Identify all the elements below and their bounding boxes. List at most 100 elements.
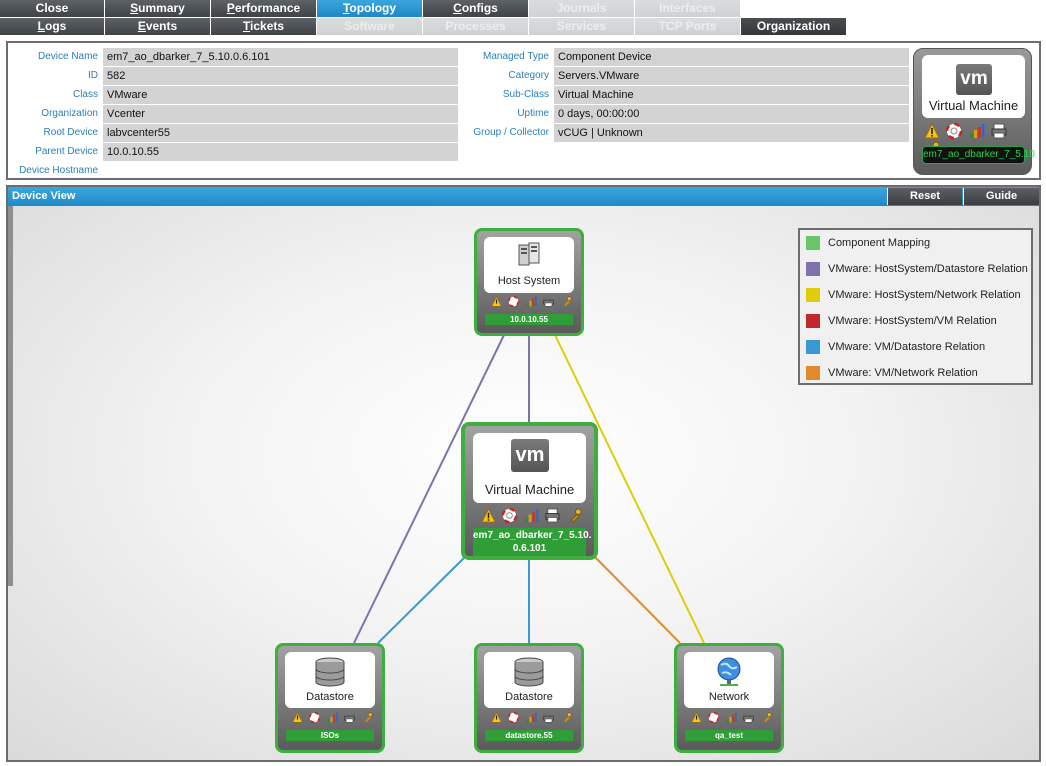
warning-icon[interactable] [491, 295, 502, 307]
info-row-uptime: Uptime 0 days, 00:00:00 [463, 105, 913, 123]
info-row-id: ID 582 [8, 67, 463, 85]
warning-icon[interactable] [924, 122, 940, 139]
info-row-device-hostname: Device Hostname [8, 162, 463, 180]
lifebuoy-icon[interactable] [708, 711, 720, 724]
info-row-root-device: Root Device labvcenter55 [8, 124, 463, 142]
node-name-line: em7_ao_dbarker_7_5.10. [473, 530, 592, 541]
node-label: Datastore [306, 691, 354, 703]
device-view-title: Device View [12, 190, 76, 202]
tab-performance[interactable]: Performance [211, 0, 317, 17]
edge-vm-datastore-isos [377, 554, 468, 644]
info-row-class: Class VMware [8, 86, 463, 104]
tab-close[interactable]: Close [0, 0, 105, 17]
tab-tickets[interactable]: Tickets [211, 18, 317, 35]
wrench-icon[interactable] [561, 712, 572, 723]
info-label: Root Device [43, 127, 98, 138]
lifebuoy-icon[interactable] [508, 711, 520, 724]
printer-icon[interactable] [543, 712, 555, 723]
node-datastore-55[interactable]: Datastore datastore.55 [474, 643, 584, 753]
wrench-icon[interactable] [761, 712, 772, 723]
node-datastore-isos[interactable]: Datastore ISOs [275, 643, 385, 753]
node-host-system[interactable]: Host System 10.0.10.55 [474, 228, 584, 336]
lifebuoy-icon[interactable] [502, 507, 518, 524]
topology-canvas[interactable]: Host System 10.0.10.55 vm Virtual Machin… [8, 206, 1039, 760]
edge-vm-network [592, 554, 681, 644]
network-globe-icon [717, 657, 741, 686]
printer-icon[interactable] [743, 712, 755, 723]
info-row-device-name: Device Name em7_ao_dbarker_7_5.10.0.6.10… [8, 48, 463, 66]
info-value: em7_ao_dbarker_7_5.10.0.6.101 [103, 48, 458, 66]
info-value: Servers.VMware [554, 67, 909, 85]
legend-label: VMware: HostSystem/VM Relation [828, 315, 997, 327]
tab-topology[interactable]: Topology [317, 0, 423, 17]
printer-icon[interactable] [344, 712, 356, 723]
performance-bars-icon[interactable] [327, 712, 338, 723]
node-label: Network [708, 691, 750, 703]
scrollbar[interactable] [8, 206, 13, 586]
node-name-line: 0.6.101 [512, 543, 547, 554]
wrench-icon[interactable] [567, 508, 582, 523]
node-tools [481, 507, 584, 526]
info-label: Parent Device [35, 146, 98, 157]
node-name: datastore.55 [485, 730, 573, 741]
info-value: 0 days, 00:00:00 [554, 105, 909, 123]
legend-swatch [806, 366, 820, 380]
node-name: qa_test [685, 730, 773, 741]
warning-icon[interactable] [691, 711, 702, 723]
info-row-organization: Organization Vcenter [8, 105, 463, 123]
warning-icon[interactable] [292, 711, 303, 723]
info-value: Vcenter [103, 105, 458, 123]
lifebuoy-icon[interactable] [508, 295, 520, 308]
wrench-icon[interactable] [362, 712, 373, 723]
printer-icon[interactable] [543, 296, 555, 307]
tab-services: Services [529, 18, 635, 35]
node-label: Host System [497, 275, 561, 287]
performance-bars-icon[interactable] [524, 508, 539, 523]
database-icon [315, 657, 345, 687]
node-card: Network [684, 652, 774, 708]
vm-logo-icon: vm [956, 64, 992, 95]
info-row-managed-type: Managed Type Component Device [463, 48, 913, 66]
printer-icon[interactable] [991, 123, 1007, 139]
wrench-icon[interactable] [561, 296, 572, 307]
performance-bars-icon[interactable] [726, 712, 737, 723]
device-view-panel: Device View Reset Guide [6, 185, 1041, 762]
info-row-category: Category Servers.VMware [463, 67, 913, 85]
lifebuoy-icon[interactable] [946, 122, 963, 140]
info-value: labvcenter55 [103, 124, 458, 142]
legend-swatch [806, 288, 820, 302]
tab-journals: Journals [529, 0, 635, 17]
tab-organization[interactable]: Organization [741, 18, 847, 35]
device-badge-title: Virtual Machine [928, 98, 1019, 113]
node-label: Datastore [505, 691, 553, 703]
tab-configs[interactable]: Configs [423, 0, 529, 17]
tab-events[interactable]: Events [105, 18, 211, 35]
guide-button[interactable]: Guide [963, 188, 1039, 205]
database-icon [514, 657, 544, 687]
warning-icon[interactable] [481, 507, 496, 523]
performance-bars-icon[interactable] [969, 123, 985, 139]
performance-bars-icon[interactable] [526, 712, 537, 723]
device-badge-tools [924, 122, 1024, 157]
node-name: 10.0.10.55 [485, 314, 573, 325]
edge-host-network [554, 334, 705, 644]
reset-button[interactable]: Reset [887, 188, 962, 205]
printer-icon[interactable] [545, 508, 560, 523]
tab-logs[interactable]: Logs [0, 18, 105, 35]
performance-bars-icon[interactable] [526, 296, 537, 307]
node-network[interactable]: Network qa_test [674, 643, 784, 753]
info-label: Managed Type [483, 51, 549, 62]
node-card: Datastore [285, 652, 375, 708]
topology-edges [353, 334, 705, 644]
node-name: em7_ao_dbarker_7_5.10. 0.6.101 [473, 528, 592, 556]
info-value: 10.0.10.55 [103, 143, 458, 161]
info-row-empty [463, 162, 913, 180]
node-virtual-machine[interactable]: vm Virtual Machine em7_ao_dbarker_7_5.10… [461, 422, 598, 560]
info-row-group-collector: Group / Collector vCUG | Unknown [463, 124, 913, 142]
legend-swatch [806, 262, 820, 276]
node-card: Datastore [484, 652, 574, 708]
warning-icon[interactable] [491, 711, 502, 723]
lifebuoy-icon[interactable] [309, 711, 321, 724]
tab-summary[interactable]: Summary [105, 0, 211, 17]
device-view-header: Device View Reset Guide [8, 187, 1039, 206]
